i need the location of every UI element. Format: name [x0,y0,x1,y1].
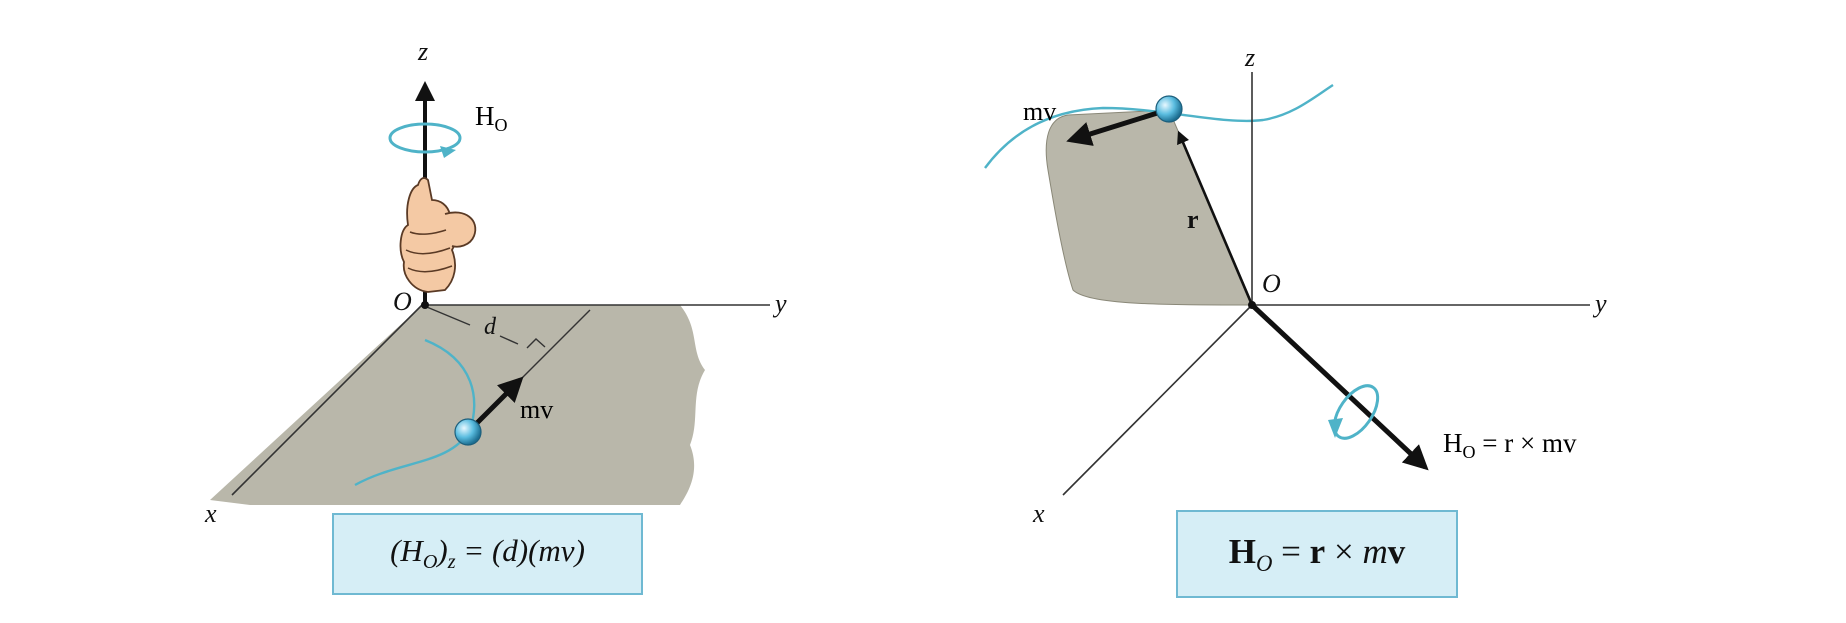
right-angle-mark [526,338,546,349]
momentum-label: mv [520,395,553,424]
position-vector-label: r [1187,205,1199,234]
distance-line [421,304,471,326]
vector-equation-label: HO = r × mv [1443,428,1577,462]
origin-label: O [1262,269,1281,298]
y-axis-label: y [1592,289,1607,318]
left-equation-box: (HO)z = (d)(mv) [332,513,643,595]
origin-point [421,301,429,309]
angular-momentum-label: HO [475,101,508,135]
shaded-plane [210,305,705,505]
origin-point [1248,301,1256,309]
particle [1155,95,1183,123]
right-hand-icon [399,177,477,293]
x-axis [1062,304,1253,496]
rotation-arrowhead [1328,418,1343,438]
momentum-arrow [1066,107,1168,146]
rotation-arrow [1332,384,1380,440]
x-axis-label: x [204,499,217,528]
right-diagram: z y x O r mv HO = r × mv [984,43,1607,528]
right-equation: HO = r × mv [1228,531,1406,576]
right-equation-box: HO = r × mv [1176,510,1458,598]
y-axis-label: y [772,289,787,318]
rotation-arrowhead [440,146,456,158]
origin-label: O [393,287,412,316]
momentum-arrow [468,376,524,432]
distance-label: d [484,314,497,340]
particle [454,418,482,446]
x-axis-label: x [1032,499,1045,528]
x-axis [231,304,423,496]
angular-momentum-vector [1250,303,1429,471]
position-vector [1177,130,1254,306]
momentum-label: mv [1023,97,1056,126]
rotation-arrow [388,122,462,154]
z-axis-label: z [1244,43,1255,72]
left-diagram: z y x O d HO mv [204,37,787,528]
shaded-region [1045,109,1254,306]
z-axis-label: z [417,37,428,66]
left-equation: (HO)z = (d)(mv) [390,533,585,574]
distance-line-lower [499,335,519,345]
